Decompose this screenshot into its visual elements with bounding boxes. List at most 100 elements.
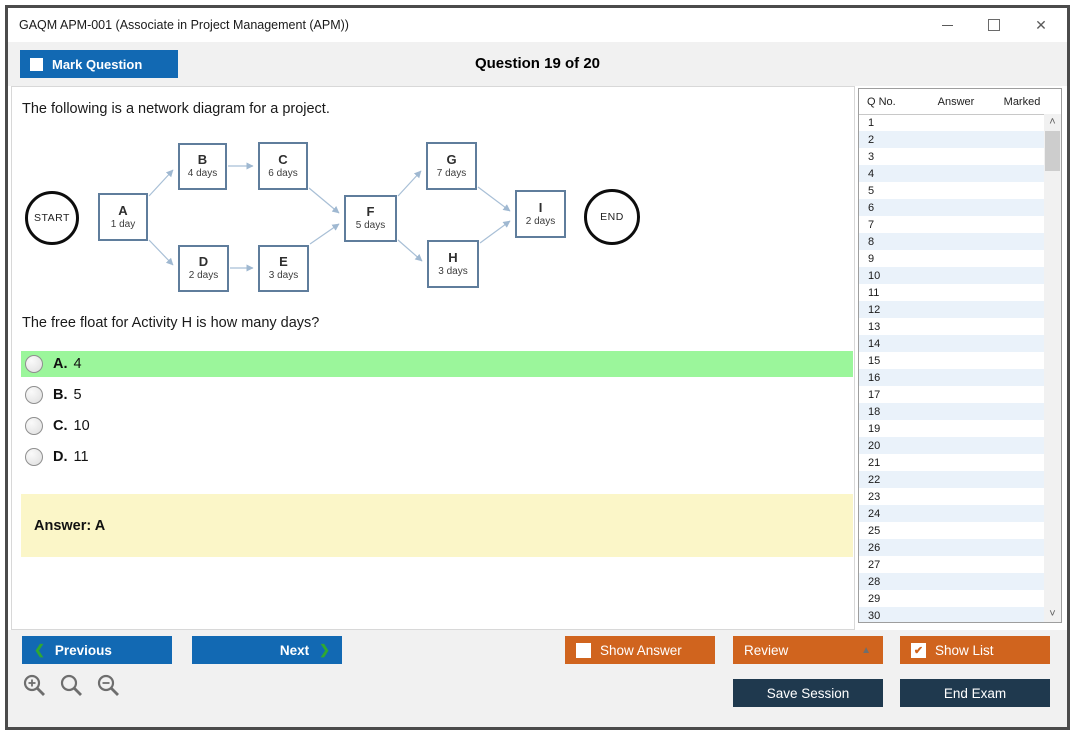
option-row-d[interactable]: D. 11 [21,444,853,470]
save-session-button[interactable]: Save Session [733,679,883,707]
exhibit-network-diagram: START A 1 day B 4 days C 6 days D 2 days [23,137,653,305]
question-list-row[interactable]: 8 [859,233,1044,250]
question-list-row[interactable]: 5 [859,182,1044,199]
show-answer-checkbox[interactable] [576,642,591,658]
radio-button[interactable] [25,355,43,373]
show-list-checkbox[interactable]: ✔ [911,642,926,658]
question-list-row[interactable]: 1 [859,114,1044,131]
question-intro-text: The following is a network diagram for a… [22,101,330,117]
mark-question-label: Mark Question [52,56,143,72]
question-list-body: 1 2 3 4 5 [859,114,1044,622]
show-list-button[interactable]: ✔ Show List [900,636,1050,664]
mark-question-button[interactable]: Mark Question [20,50,178,78]
scrollbar-thumb[interactable] [1045,131,1060,171]
question-list-row[interactable]: 3 [859,148,1044,165]
option-text: 5 [73,387,82,403]
node-d: D 2 days [178,245,229,292]
question-number: 18 [868,405,881,418]
question-list-row[interactable]: 24 [859,505,1044,522]
question-number: 14 [868,337,881,350]
show-answer-label: Show Answer [600,642,682,658]
node-h: H 3 days [427,240,479,288]
question-list-row[interactable]: 18 [859,403,1044,420]
chevron-down-icon[interactable]: ˅ [1049,608,1056,620]
question-list-row[interactable]: 11 [859,284,1044,301]
question-number: 7 [868,218,875,231]
question-number: 30 [868,609,881,622]
question-number: 26 [868,541,881,554]
question-number: 12 [868,303,881,316]
question-list-row[interactable]: 22 [859,471,1044,488]
radio-button[interactable] [25,417,43,435]
question-list-row[interactable]: 2 [859,131,1044,148]
question-list-row[interactable]: 13 [859,318,1044,335]
question-list-row[interactable]: 25 [859,522,1044,539]
list-scrollbar[interactable]: ˄ ˅ [1044,114,1061,622]
question-list-row[interactable]: 9 [859,250,1044,267]
review-dropdown[interactable]: Review ▲ [733,636,883,664]
option-row-c[interactable]: C. 10 [21,413,853,439]
question-list-row[interactable]: 29 [859,590,1044,607]
previous-button[interactable]: ❮ Previous [22,636,172,664]
node-e: E 3 days [258,245,309,292]
question-number: 20 [868,439,881,452]
option-row-b[interactable]: B. 5 [21,382,853,408]
question-list-row[interactable]: 19 [859,420,1044,437]
option-row-a[interactable]: A. 4 [21,351,853,377]
question-list-row[interactable]: 12 [859,301,1044,318]
question-list-row[interactable]: 27 [859,556,1044,573]
question-list-row[interactable]: 10 [859,267,1044,284]
question-number: 15 [868,354,881,367]
maximize-icon[interactable] [986,17,1002,33]
end-exam-label: End Exam [943,685,1007,701]
question-list-row[interactable]: 17 [859,386,1044,403]
option-letter: C. [53,418,68,434]
column-answer: Answer [937,95,975,108]
zoom-out-icon[interactable] [96,673,122,699]
question-list-row[interactable]: 28 [859,573,1044,590]
question-list-row[interactable]: 30 [859,607,1044,622]
question-number: 23 [868,490,881,503]
zoom-reset-icon[interactable] [59,673,85,699]
show-answer-button[interactable]: Show Answer [565,636,715,664]
chevron-left-icon: ❮ [34,642,45,657]
zoom-toolbar [22,673,122,699]
question-number: 1 [868,116,875,129]
question-list-row[interactable]: 16 [859,369,1044,386]
question-number: 17 [868,388,881,401]
node-i: I 2 days [515,190,566,238]
mark-question-checkbox[interactable] [30,57,43,71]
minimize-icon[interactable] [939,17,955,33]
node-c: C 6 days [258,142,308,190]
question-list-panel: Q No. Answer Marked 1 2 3 [858,88,1062,623]
radio-button[interactable] [25,448,43,466]
question-number: 28 [868,575,881,588]
chevron-up-icon[interactable]: ˄ [1049,116,1056,128]
question-list-row[interactable]: 23 [859,488,1044,505]
end-exam-button[interactable]: End Exam [900,679,1050,707]
question-list-row[interactable]: 6 [859,199,1044,216]
question-list-row[interactable]: 7 [859,216,1044,233]
node-f: F 5 days [344,195,397,242]
previous-label: Previous [54,642,112,658]
question-list-row[interactable]: 20 [859,437,1044,454]
question-number: 25 [868,524,881,537]
question-list-row[interactable]: 15 [859,352,1044,369]
question-list-header: Q No. Answer Marked [859,89,1061,115]
window-title: GAQM APM-001 (Associate in Project Manag… [19,18,349,32]
radio-button[interactable] [25,386,43,404]
column-q-no: Q No. [867,95,896,108]
question-list-row[interactable]: 21 [859,454,1044,471]
question-list-row[interactable]: 14 [859,335,1044,352]
close-icon[interactable]: ✕ [1035,16,1047,33]
question-number: 21 [868,456,881,469]
next-button[interactable]: Next ❯ [192,636,342,664]
question-number: 13 [868,320,881,333]
option-letter: A. [53,356,68,372]
option-letter: B. [53,387,68,403]
question-number: 11 [868,286,880,299]
question-list-row[interactable]: 26 [859,539,1044,556]
zoom-in-icon[interactable] [22,673,48,699]
question-list-row[interactable]: 4 [859,165,1044,182]
